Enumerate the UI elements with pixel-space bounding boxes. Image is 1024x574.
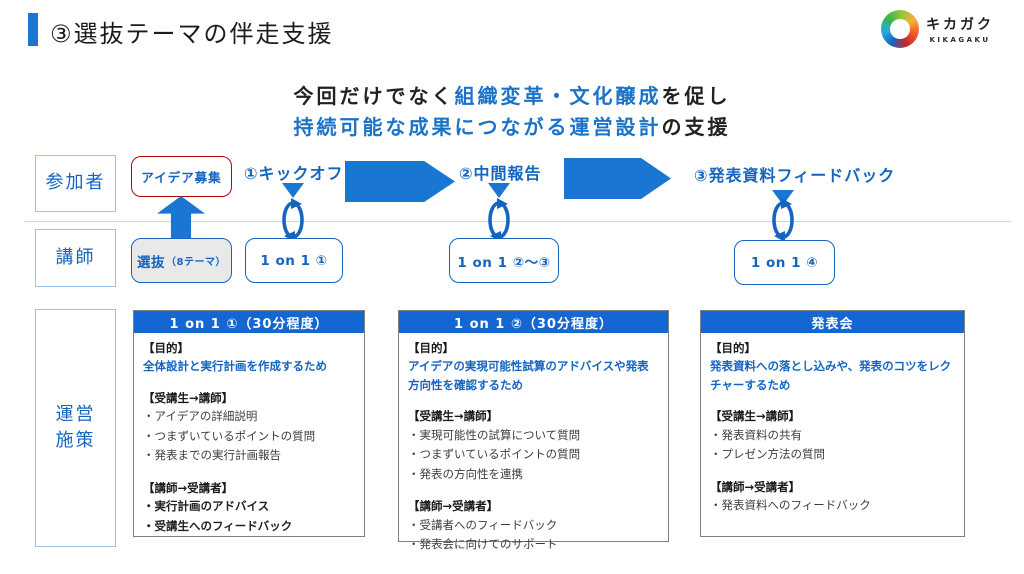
purpose-label: 【目的】 bbox=[143, 341, 189, 355]
spacer bbox=[710, 394, 955, 407]
card-header: 1 on 1 ②（30分程度） bbox=[399, 311, 668, 333]
list-item: ・発表資料へのフィードバック bbox=[710, 498, 871, 513]
list-item: ・受講生へのフィードバック bbox=[143, 518, 293, 533]
kikagaku-logo: キカガク KIKAGAKU bbox=[881, 10, 994, 48]
purpose-text: 全体設計と実行計画を作成するため bbox=[143, 359, 327, 374]
card-header: 1 on 1 ①（30分程度） bbox=[134, 311, 364, 333]
purpose-label: 【目的】 bbox=[408, 341, 454, 355]
idea-recruitment-box: アイデア募集 bbox=[131, 156, 232, 197]
list-item: ・発表会に向けてのサポート bbox=[408, 537, 558, 552]
student-to-instructor-label: 【受講生→講師】 bbox=[143, 390, 234, 405]
milestone-interim-label: ②中間報告 bbox=[459, 164, 542, 183]
spacer bbox=[408, 394, 659, 407]
down-triangle-icon bbox=[488, 183, 510, 198]
subtitle-seg: を促し bbox=[661, 84, 731, 108]
logo-text-en: KIKAGAKU bbox=[929, 36, 991, 44]
milestone-feedback-label: ③発表資料フィードバック bbox=[694, 166, 896, 185]
flow-arrow-right-icon bbox=[564, 158, 671, 199]
down-triangle-icon bbox=[772, 190, 794, 205]
down-triangle-icon bbox=[282, 183, 304, 198]
1on1-4-box: 1 on 1 ④ bbox=[734, 240, 835, 285]
card-header: 発表会 bbox=[701, 311, 964, 333]
list-item: ・つまずいているポイントの質問 bbox=[143, 428, 316, 443]
subtitle-seg-blue: 持続可能な成果につながる運営設計 bbox=[293, 115, 662, 139]
row-label-operations: 運営 施策 bbox=[35, 309, 116, 547]
selection-box-label: 選抜 bbox=[137, 254, 166, 271]
spacer bbox=[143, 466, 355, 479]
list-item: ・発表の方向性を連携 bbox=[408, 466, 523, 481]
page-title: ③選抜テーマの伴走支援 bbox=[50, 20, 334, 48]
1on1-2-3-box: 1 on 1 ②～③ bbox=[449, 238, 559, 283]
purpose-text: アイデアの実現可能性試算のアドバイスや発表方向性を確認するため bbox=[408, 359, 649, 392]
card-body: 【目的】 アイデアの実現可能性試算のアドバイスや発表方向性を確認するため 【受講… bbox=[399, 333, 668, 555]
card-presentation: 発表会 【目的】 発表資料への落とし込みや、発表のコツをレクチャーするため 【受… bbox=[700, 310, 965, 537]
list-item: ・受講者へのフィードバック bbox=[408, 517, 558, 532]
up-arrow-icon bbox=[157, 196, 205, 238]
row-label-text: 運営 bbox=[55, 403, 96, 425]
list-item: ・プレゼン方法の質問 bbox=[710, 447, 825, 462]
flow-arrow-right-icon bbox=[345, 161, 455, 202]
row-label-participants: 参加者 bbox=[35, 155, 116, 212]
logo-swirl-icon bbox=[881, 10, 919, 48]
subtitle-line-2: 持続可能な成果につながる運営設計の支援 bbox=[0, 112, 1024, 143]
card-body: 【目的】 全体設計と実行計画を作成するため 【受講生→講師】 ・アイデアの詳細説… bbox=[134, 333, 364, 536]
purpose-text: 発表資料への落とし込みや、発表のコツをレクチャーするため bbox=[710, 359, 952, 392]
cycle-arrows-icon bbox=[772, 198, 794, 242]
spacer bbox=[143, 376, 355, 389]
list-item: ・発表までの実行計画報告 bbox=[143, 448, 281, 463]
card-1on1-1: 1 on 1 ①（30分程度） 【目的】 全体設計と実行計画を作成するため 【受… bbox=[133, 310, 365, 537]
instructor-to-student-label: 【講師→受講者】 bbox=[408, 499, 499, 514]
student-to-instructor-label: 【受講生→講師】 bbox=[408, 409, 499, 424]
subtitle-seg-blue: 組織変革・文化醸成 bbox=[454, 84, 662, 108]
subtitle-line-1: 今回だけでなく組織変革・文化醸成を促し bbox=[0, 81, 1024, 112]
card-1on1-2: 1 on 1 ②（30分程度） 【目的】 アイデアの実現可能性試算のアドバイスや… bbox=[398, 310, 669, 551]
row-label-text: 講師 bbox=[55, 246, 96, 268]
list-item: ・発表資料の共有 bbox=[710, 427, 802, 442]
list-item: ・アイデアの詳細説明 bbox=[143, 409, 258, 424]
list-item: ・実現可能性の試算について質問 bbox=[408, 427, 581, 442]
cycle-arrows-icon bbox=[282, 198, 304, 242]
instructor-to-student-label: 【講師→受講者】 bbox=[710, 479, 801, 494]
logo-text: キカガク KIKAGAKU bbox=[926, 14, 994, 44]
logo-text-jp: キカガク bbox=[926, 17, 994, 33]
row-label-text: 施策 bbox=[55, 430, 96, 451]
spacer bbox=[710, 465, 955, 478]
1on1-1-box: 1 on 1 ① bbox=[245, 238, 343, 283]
selection-box: 選抜（8テーマ） bbox=[131, 238, 232, 283]
milestone-kickoff-label: ①キックオフ bbox=[244, 164, 344, 183]
timeline-divider-line bbox=[25, 221, 1011, 222]
student-to-instructor-label: 【受講生→講師】 bbox=[710, 409, 801, 424]
slide-subtitle: 今回だけでなく組織変革・文化醸成を促し 持続可能な成果につながる運営設計の支援 bbox=[0, 81, 1024, 143]
row-label-text: 参加者 bbox=[45, 172, 106, 194]
row-label-instructor: 講師 bbox=[35, 229, 116, 287]
instructor-to-student-label: 【講師→受講者】 bbox=[143, 480, 234, 495]
title-accent-bar bbox=[28, 13, 38, 46]
subtitle-seg: 今回だけでなく bbox=[293, 84, 455, 108]
card-body: 【目的】 発表資料への落とし込みや、発表のコツをレクチャーするため 【受講生→講… bbox=[701, 333, 964, 516]
selection-box-sublabel: （8テーマ） bbox=[166, 257, 226, 268]
cycle-arrows-icon bbox=[488, 198, 510, 242]
purpose-label: 【目的】 bbox=[710, 341, 756, 355]
list-item: ・つまずいているポイントの質問 bbox=[408, 447, 581, 462]
list-item: ・実行計画のアドバイス bbox=[143, 499, 270, 514]
spacer bbox=[408, 484, 659, 497]
subtitle-seg: の支援 bbox=[661, 115, 731, 139]
